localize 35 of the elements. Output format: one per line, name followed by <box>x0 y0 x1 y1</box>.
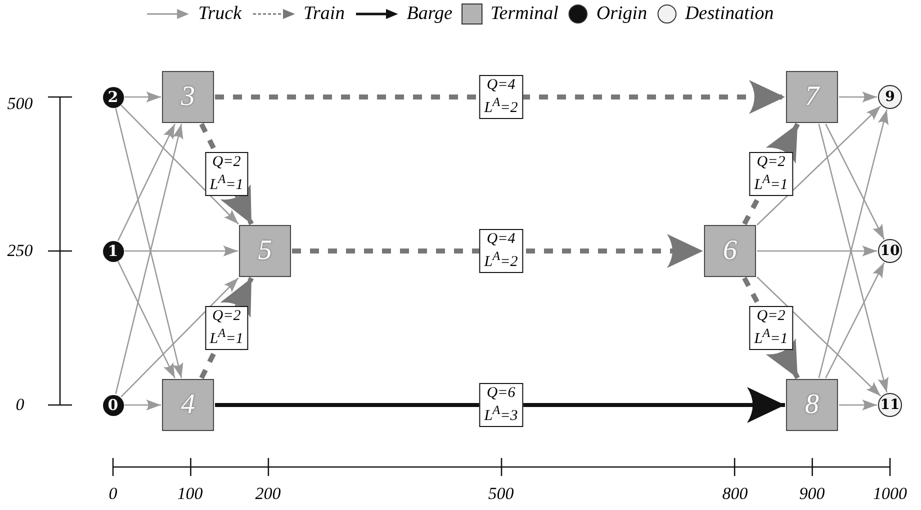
edge-label: Q=2 L$^{A}$=1 <box>204 306 248 350</box>
edge-label: Q=4 L$^{A}$=2 <box>479 229 523 273</box>
destination-node: 10 <box>878 239 902 263</box>
terminal-box: 3 <box>162 71 214 123</box>
axis-tick-label: 200 <box>255 484 281 504</box>
axis-tick-label: 250 <box>7 241 33 261</box>
axis-tick-label: 0 <box>108 484 118 504</box>
legend-label: Destination <box>685 3 774 25</box>
edge-label: Q=2 L$^{A}$=1 <box>749 306 793 350</box>
origin-node: 1 <box>102 240 124 262</box>
legend-label: Origin <box>596 3 648 25</box>
edge-label: Q=6 L$^{A}$=3 <box>479 383 523 427</box>
axis-tick-label: 0 <box>16 395 24 415</box>
legend-label: Truck <box>198 3 242 25</box>
legend-label: Terminal <box>490 3 558 25</box>
origin-node: 0 <box>102 394 124 416</box>
axis-tick-label: 500 <box>488 484 514 504</box>
axis-tick-label: 100 <box>177 484 203 504</box>
edge-label: Q=4 L$^{A}$=2 <box>479 75 523 119</box>
axis-tick-label: 800 <box>722 484 748 504</box>
terminal-box: 6 <box>704 225 756 277</box>
destination-node: 11 <box>878 393 902 417</box>
axis-tick-label: 500 <box>7 94 33 114</box>
axis-tick-label: 900 <box>799 484 825 504</box>
destination-node: 9 <box>878 85 902 109</box>
axis-tick-label: 1000 <box>873 484 907 504</box>
terminal-box: 5 <box>239 225 291 277</box>
terminal-box: 8 <box>786 379 838 431</box>
origin-node: 2 <box>102 86 124 108</box>
legend-label: Barge <box>406 3 452 25</box>
terminal-box: 7 <box>786 71 838 123</box>
edge-label: Q=2 L$^{A}$=1 <box>204 152 248 196</box>
edge-label: Q=2 L$^{A}$=1 <box>749 152 793 196</box>
terminal-box: 4 <box>162 379 214 431</box>
legend-label: Train <box>304 3 345 25</box>
